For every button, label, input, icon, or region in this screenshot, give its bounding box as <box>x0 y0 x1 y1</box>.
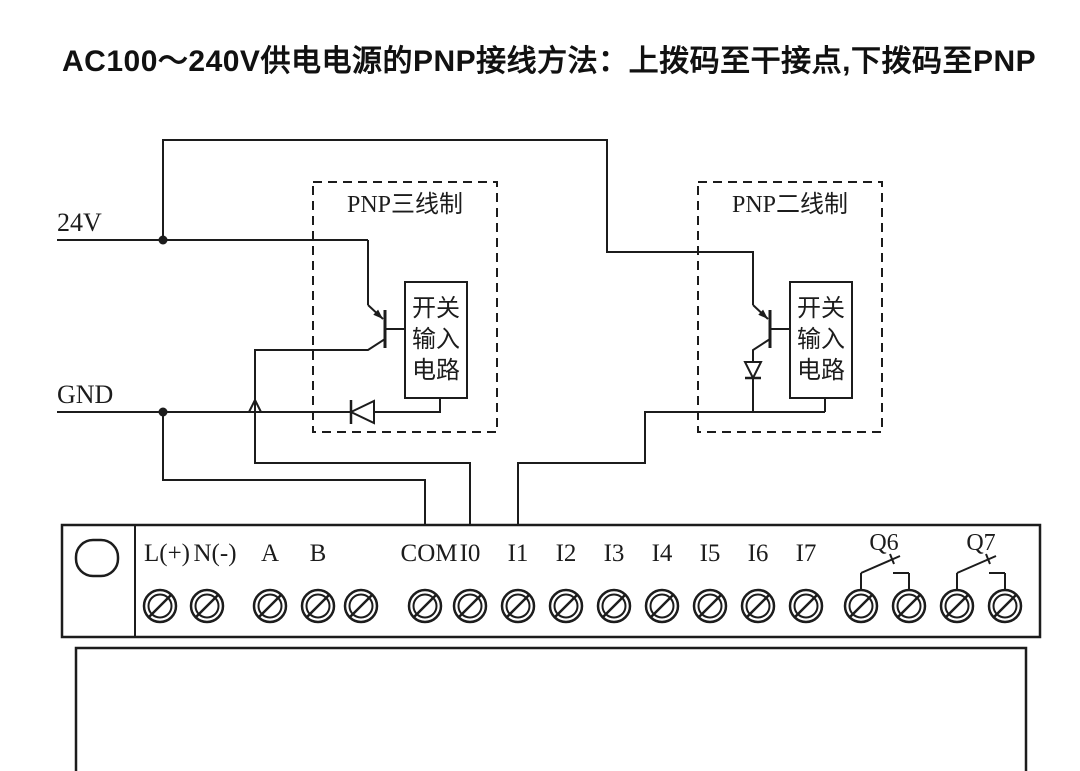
circuit-label-line: 电路 <box>797 357 845 384</box>
terminal-screw-icon <box>300 588 336 624</box>
collector-wire <box>752 338 771 362</box>
pnp-transistor-icon <box>752 304 790 348</box>
i1-signal-wire <box>517 378 826 525</box>
rail-24v-wire <box>57 239 369 305</box>
terminal-screw-icon <box>189 588 225 624</box>
relay-contact-lines <box>956 553 1006 589</box>
terminal-label: I7 <box>796 540 817 567</box>
circuit-label-line: 开关 <box>412 295 460 322</box>
terminal-screw-icon <box>891 588 927 624</box>
top-24v-bus-wire <box>162 139 754 305</box>
terminal-label: B <box>310 540 327 567</box>
output-label-q7: Q7 <box>966 530 995 556</box>
pnp-two-wire-sensor-box: PNP二线制 开关 输入 电路 <box>517 181 883 525</box>
terminal-screw-icon <box>692 588 728 624</box>
diode-icon <box>743 361 763 381</box>
terminal-screw-icon <box>407 588 443 624</box>
switch-input-circuit-outline <box>404 281 468 399</box>
terminal-label: I3 <box>604 540 625 567</box>
relay-contact-q7-icon <box>956 553 1006 589</box>
terminal-screw-icon <box>740 588 776 624</box>
terminal-screw-icon <box>452 588 488 624</box>
switch-input-circuit-box: 开关 输入 电路 <box>404 281 468 399</box>
junction-dot <box>158 235 168 245</box>
flow-arrow-icon <box>248 397 262 413</box>
terminal-screw-icon <box>252 588 288 624</box>
circuit-label-line: 开关 <box>797 295 845 322</box>
terminal-label: I4 <box>652 540 673 567</box>
pnp-transistor-icon <box>367 304 405 348</box>
terminal-screw-icon <box>644 588 680 624</box>
terminal-label: I5 <box>700 540 721 567</box>
terminal-strip-outline <box>60 523 1042 639</box>
terminal-screw-icon <box>939 588 975 624</box>
transistor-emitter-arrow <box>758 309 768 319</box>
relay-contact-lines <box>860 553 910 589</box>
terminal-screw-icon <box>596 588 632 624</box>
diode-icon <box>348 399 375 425</box>
terminal-label: I1 <box>508 540 529 567</box>
terminal-label: A <box>261 540 279 567</box>
terminal-screw-icon <box>142 588 178 624</box>
sensor-dashed-outline <box>697 181 883 433</box>
sensor-box-label: PNP三线制 <box>347 191 463 218</box>
terminal-screw-icon <box>500 588 536 624</box>
terminal-strip: L(+) N(-) A B COM I0 I1 I2 I3 I4 I5 I6 I… <box>60 523 1042 639</box>
terminal-screw-icon <box>343 588 379 624</box>
terminal-screw-icon <box>843 588 879 624</box>
diagram-title: AC100～240V供电电源的PNP接线方法：上拨码至干接点,下拨码至PNP <box>62 45 1037 78</box>
terminal-label: COM <box>401 540 458 567</box>
circuit-label-line: 输入 <box>412 326 460 353</box>
terminal-screw-icon <box>987 588 1023 624</box>
circuit-label-line: 输入 <box>797 326 845 353</box>
terminal-label: L(+) <box>144 540 190 567</box>
gnd-leg-wire <box>374 398 441 413</box>
rail-label-24v: 24V <box>57 208 102 237</box>
circuit-label-line: 电路 <box>412 357 460 384</box>
terminal-label: I2 <box>556 540 577 567</box>
com-wire <box>162 412 426 525</box>
terminal-label: I6 <box>748 540 769 567</box>
i0-signal-wire <box>254 338 471 525</box>
mounting-hole <box>74 538 120 578</box>
terminal-label: I0 <box>460 540 481 567</box>
pnp-three-wire-sensor-box: PNP三线制 开关 输入 电路 <box>248 181 498 525</box>
switch-input-circuit-box: 开关 输入 电路 <box>789 281 853 399</box>
sensor-box-label: PNP二线制 <box>732 191 848 218</box>
terminal-screw-icon <box>548 588 584 624</box>
sensor-dashed-outline <box>312 181 498 433</box>
diode-triangle <box>348 399 375 425</box>
terminal-label: N(-) <box>193 540 236 567</box>
transistor-emitter-arrow <box>373 309 383 319</box>
terminal-screw-icon <box>788 588 824 624</box>
rail-label-gnd: GND <box>57 380 113 409</box>
relay-contact-q6-icon <box>860 553 910 589</box>
diode-triangle <box>743 361 763 381</box>
plc-body <box>74 646 1028 771</box>
output-label-q6: Q6 <box>869 530 898 556</box>
switch-input-circuit-outline <box>789 281 853 399</box>
